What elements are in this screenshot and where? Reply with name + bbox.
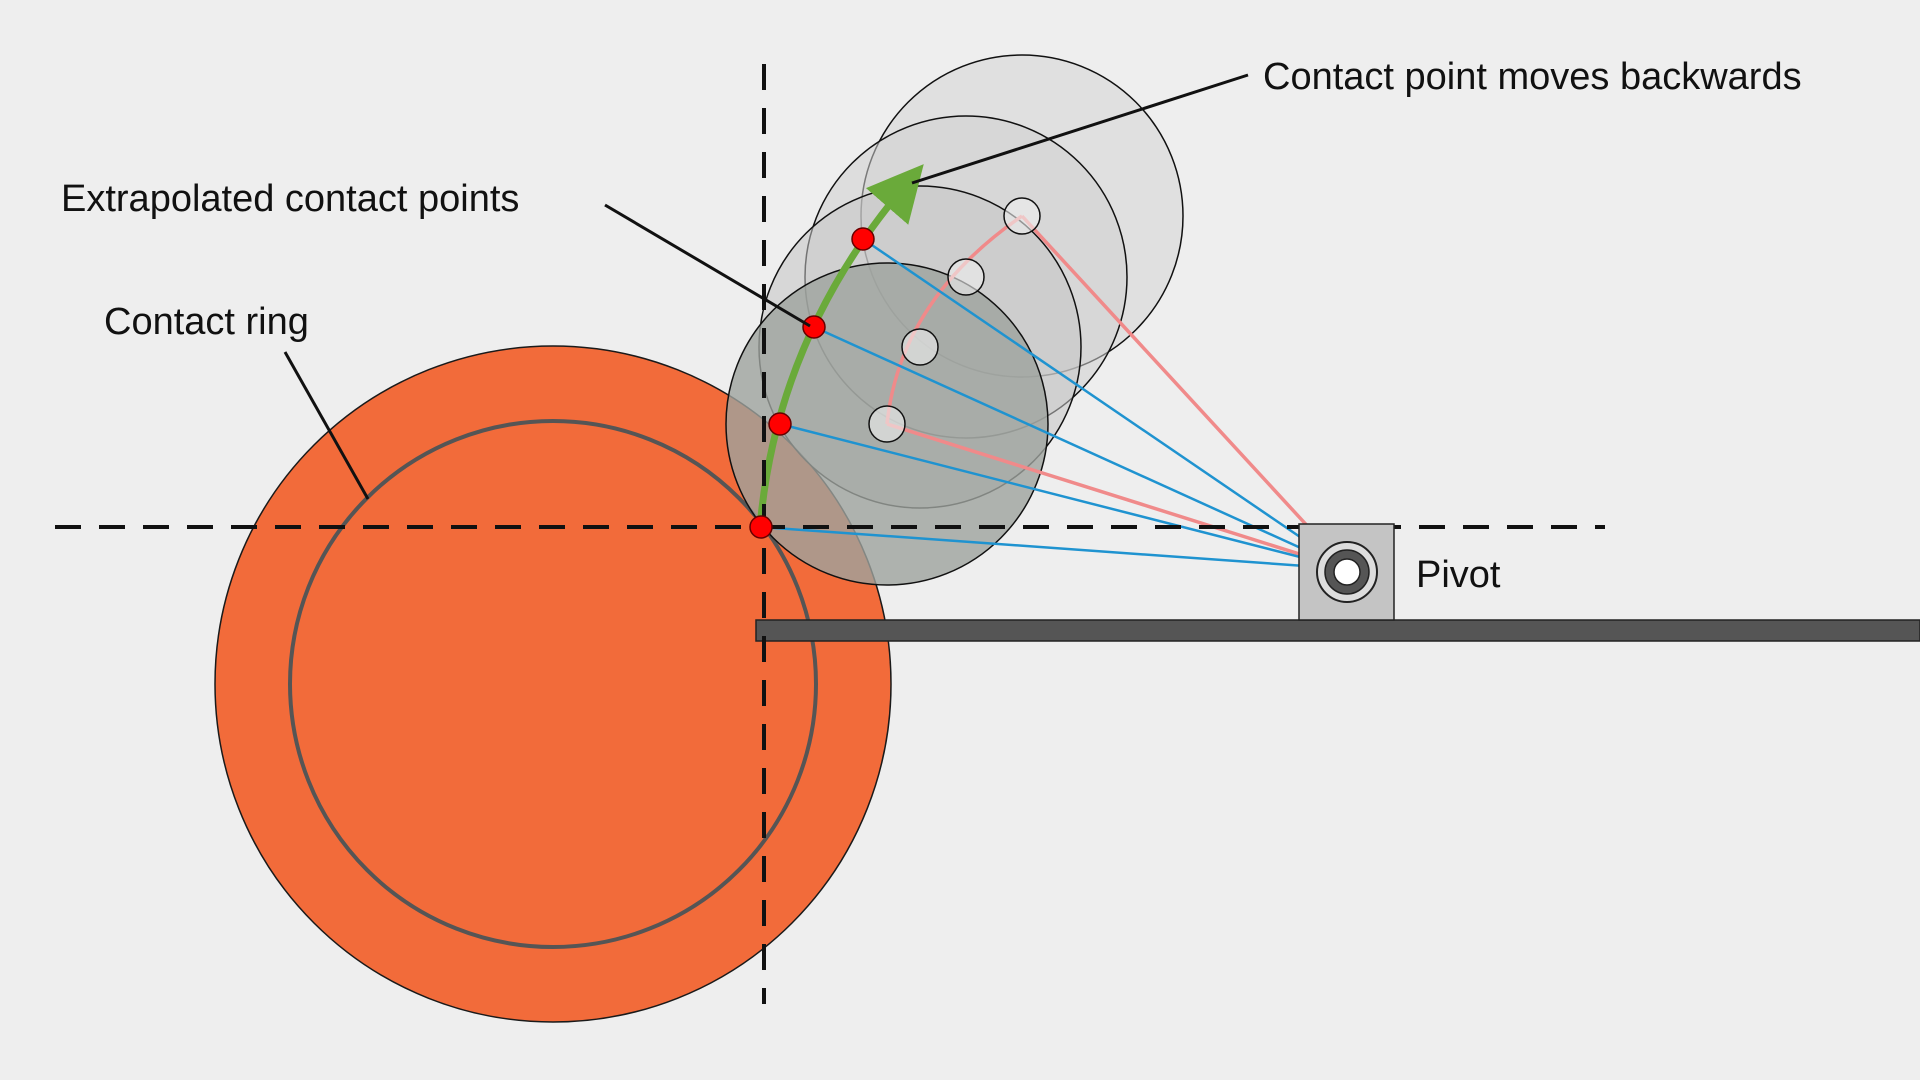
pivot-bearing-inner	[1333, 558, 1361, 586]
contact-point-1	[749, 515, 773, 539]
wheel-center-1	[868, 405, 906, 443]
contact-line-1	[760, 525, 1348, 571]
contact-ring	[288, 419, 818, 949]
wheel-center-2	[901, 328, 939, 366]
motion-arrow	[757, 164, 924, 518]
pivot-arm	[755, 619, 1920, 642]
contact-moves-leader	[911, 73, 1249, 185]
main-wheel	[214, 345, 892, 1023]
contact-line-4	[862, 237, 1348, 571]
extrapolated-points-leader	[604, 203, 811, 328]
wheel-center-3	[947, 258, 985, 296]
contact-points	[749, 227, 875, 539]
contact-moves-label: Contact point moves backwards	[1263, 56, 1802, 98]
pivot-line-1	[886, 422, 1348, 571]
leader-lines	[283, 73, 1249, 500]
pivot-line-4	[1020, 214, 1349, 571]
contact-point-4	[851, 227, 875, 251]
pivot-lines	[885, 214, 1349, 571]
pivot-assembly	[1298, 523, 1395, 621]
wheel-center-4	[1003, 197, 1041, 235]
pivot-label: Pivot	[1416, 554, 1501, 596]
center-path	[885, 214, 1023, 425]
contact-point-3	[802, 315, 826, 339]
wheel-centers	[868, 197, 1041, 443]
contact-ring-leader	[283, 351, 370, 500]
contact-ring-label: Contact ring	[104, 301, 309, 343]
contact-line-2	[779, 422, 1348, 571]
contact-point-2	[768, 412, 792, 436]
extrapolated-points-label: Extrapolated contact points	[61, 178, 519, 220]
